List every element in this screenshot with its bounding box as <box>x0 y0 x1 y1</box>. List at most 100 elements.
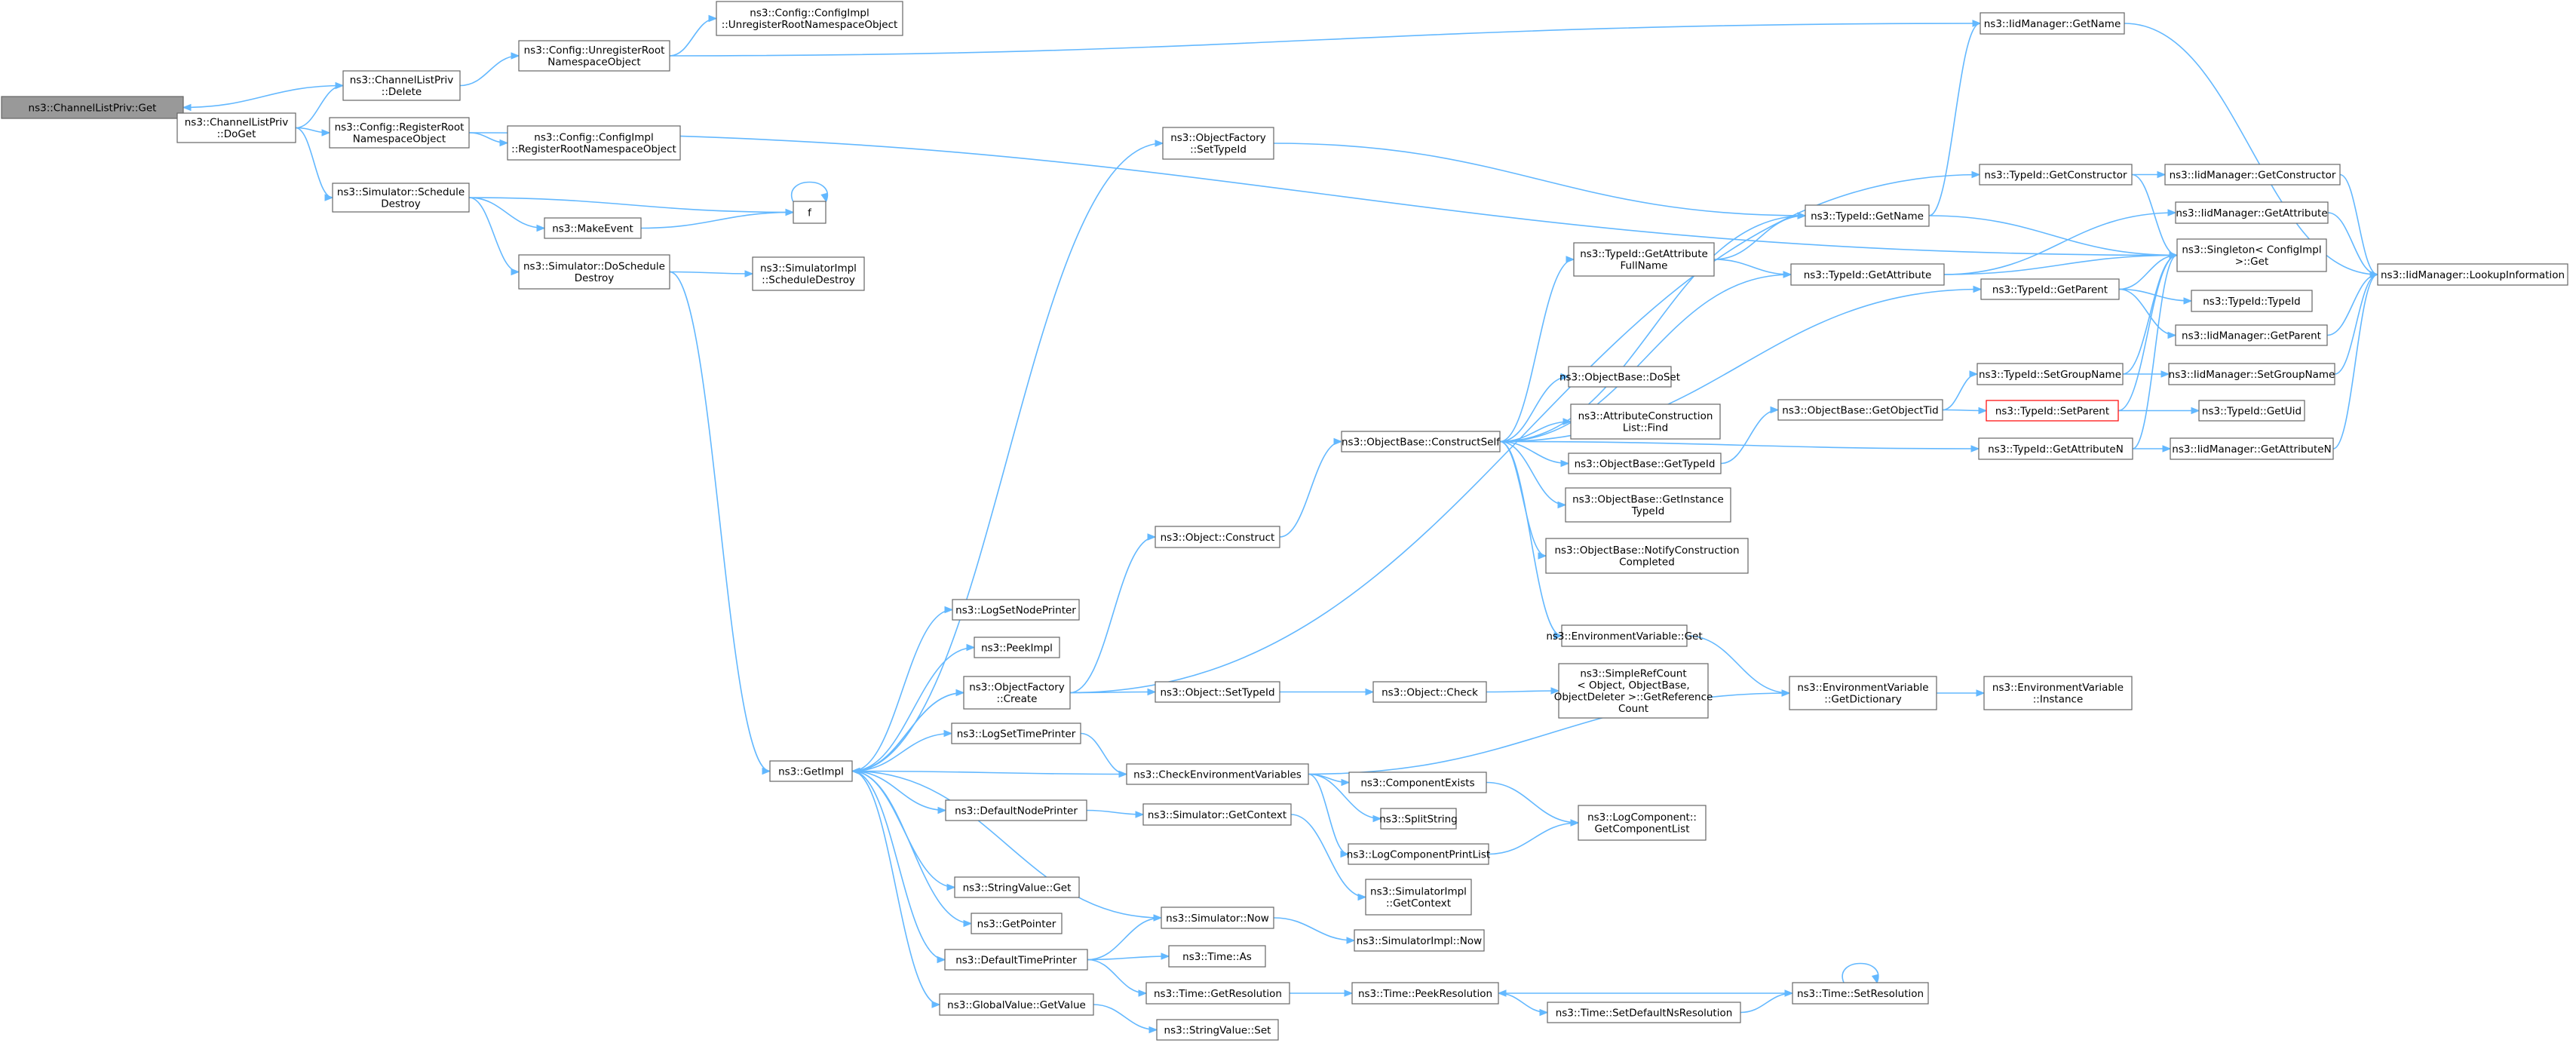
node-label: ns3::PeekImpl <box>981 642 1053 654</box>
node-tidgetparent[interactable]: ns3::TypeId::GetParent <box>1980 278 2120 300</box>
node-label: TypeId <box>1631 505 1665 517</box>
node-box <box>2198 400 2305 422</box>
node-envget[interactable]: ns3::EnvironmentVariable::Get <box>1546 624 1703 647</box>
node-setdefns[interactable]: ns3::Time::SetDefaultNsResolution <box>1547 1002 1741 1023</box>
node-peekimpl[interactable]: ns3::PeekImpl <box>974 637 1060 658</box>
node-tidsetgroup[interactable]: ns3::TypeId::SetGroupName <box>1976 363 2124 385</box>
node-iidsetgroup[interactable]: ns3::IidManager::SetGroupName <box>2168 363 2335 385</box>
node-tidgetattr[interactable]: ns3::TypeId::GetAttribute <box>1790 263 1945 286</box>
node-setres[interactable]: ns3::Time::SetResolution <box>1792 982 1929 1005</box>
node-box <box>1 96 184 119</box>
call-edge <box>182 84 344 112</box>
node-getimpl[interactable]: ns3::GetImpl <box>769 760 853 782</box>
node-splitstring[interactable]: ns3::SplitString <box>1379 808 1458 830</box>
node-simplerefcount[interactable]: ns3::SimpleRefCount< Object, ObjectBase,… <box>1554 663 1713 719</box>
node-simimplsd[interactable]: ns3::SimulatorImpl::ScheduleDestroy <box>752 256 865 291</box>
node-singleton[interactable]: ns3::Singleton< ConfigImpl>::Get <box>2176 238 2327 272</box>
node-tidgetattrn[interactable]: ns3::TypeId::GetAttributeN <box>1978 437 2133 460</box>
node-box <box>176 112 296 143</box>
node-label: ::Create <box>997 693 1038 705</box>
node-tidtypeid[interactable]: ns3::TypeId::TypeId <box>2191 290 2313 312</box>
node-obnotify[interactable]: ns3::ObjectBase::NotifyConstructionCompl… <box>1545 538 1749 574</box>
node-deftime[interactable]: ns3::DefaultTimePrinter <box>944 949 1088 971</box>
node-box <box>507 125 681 161</box>
node-objcheck[interactable]: ns3::Object::Check <box>1372 681 1487 703</box>
node-box <box>1545 538 1749 574</box>
node-tidgetuid[interactable]: ns3::TypeId::GetUid <box>2198 400 2305 422</box>
node-unreg[interactable]: ns3::Config::UnregisterRootNamespaceObje… <box>518 40 670 72</box>
node-envinstance[interactable]: ns3::EnvironmentVariable::Instance <box>1983 676 2133 710</box>
node-del[interactable]: ns3::ChannelListPriv::Delete <box>342 70 461 101</box>
node-iidgetparent[interactable]: ns3::IidManager::GetParent <box>2175 324 2328 346</box>
node-cireg[interactable]: ns3::Config::ConfigImpl::RegisterRootNam… <box>507 125 681 161</box>
node-iidlookup[interactable]: ns3::IidManager::LookupInformation <box>2377 263 2568 286</box>
node-iidgetctor[interactable]: ns3::IidManager::GetConstructor <box>2164 164 2341 186</box>
node-tidsetparent[interactable]: ns3::TypeId::SetParent <box>1986 400 2119 422</box>
node-label: ns3::AttributeConstruction <box>1578 410 1713 422</box>
node-obgetobjtid[interactable]: ns3::ObjectBase::GetObjectTid <box>1777 399 1943 421</box>
node-label: ns3::StringValue::Get <box>963 882 1072 894</box>
node-obdoset[interactable]: ns3::ObjectBase::DoSet <box>1559 366 1680 388</box>
call-edge <box>1069 533 1157 694</box>
node-strvalset[interactable]: ns3::StringValue::Set <box>1156 1019 1279 1041</box>
node-logsettime[interactable]: ns3::LogSetTimePrinter <box>951 722 1081 744</box>
node-box <box>1341 431 1501 452</box>
node-label: ns3::Simulator::GetContext <box>1148 809 1286 821</box>
node-iidgetname[interactable]: ns3::IidManager::GetName <box>1980 12 2125 35</box>
call-edge <box>1499 440 1570 468</box>
node-peekres[interactable]: ns3::Time::PeekResolution <box>1351 982 1499 1005</box>
node-label: ns3::TypeId::GetAttribute <box>1804 269 1932 281</box>
node-box <box>1156 1019 1279 1041</box>
node-root[interactable]: ns3::ChannelListPriv::Get <box>1 96 184 119</box>
call-edge <box>1486 781 1580 827</box>
call-edge <box>468 197 520 276</box>
call-edge <box>851 729 953 772</box>
node-strvalget[interactable]: ns3::StringValue::Get <box>954 876 1080 898</box>
node-iidgetattrn[interactable]: ns3::IidManager::GetAttributeN <box>2170 437 2334 460</box>
node-simimplgetctx[interactable]: ns3::SimulatorImpl::GetContext <box>1365 879 1472 916</box>
node-doget[interactable]: ns3::ChannelListPriv::DoGet <box>176 112 296 143</box>
node-ofsettypeid[interactable]: ns3::ObjectFactory::SetTypeId <box>1162 127 1274 160</box>
node-ciunreg[interactable]: ns3::Config::ConfigImpl::UnregisterRootN… <box>716 1 903 36</box>
node-logsetnode[interactable]: ns3::LogSetNodePrinter <box>952 599 1080 621</box>
node-defnode[interactable]: ns3::DefaultNodePrinter <box>945 799 1087 821</box>
node-compexists[interactable]: ns3::ComponentExists <box>1348 772 1487 793</box>
node-simnow[interactable]: ns3::Simulator::Now <box>1161 906 1274 929</box>
node-timegetres[interactable]: ns3::Time::GetResolution <box>1145 982 1290 1005</box>
node-envgetdict[interactable]: ns3::EnvironmentVariable::GetDictionary <box>1789 676 1937 710</box>
call-edge <box>468 132 2179 259</box>
node-label: >::Get <box>2235 256 2268 268</box>
node-label: ns3::SimulatorImpl <box>1370 886 1467 898</box>
node-obgettypeid[interactable]: ns3::ObjectBase::GetTypeId <box>1568 452 1722 474</box>
node-label: ns3::LogSetNodePrinter <box>955 604 1076 616</box>
node-f[interactable]: f <box>793 201 826 224</box>
node-simgetctx[interactable]: ns3::Simulator::GetContext <box>1142 803 1292 826</box>
node-objconstruct[interactable]: ns3::Object::Construct <box>1155 526 1280 548</box>
node-gvgetvalue[interactable]: ns3::GlobalValue::GetValue <box>939 993 1094 1016</box>
node-logcompprint[interactable]: ns3::LogComponentPrintList <box>1347 843 1490 865</box>
node-makeevent[interactable]: ns3::MakeEvent <box>544 217 642 239</box>
node-tidgetname[interactable]: ns3::TypeId::GetName <box>1805 204 1930 227</box>
node-reg[interactable]: ns3::Config::RegisterRootNamespaceObject <box>329 117 470 149</box>
node-iidgetattr[interactable]: ns3::IidManager::GetAttribute <box>2175 201 2329 224</box>
node-label: Destroy <box>381 198 421 210</box>
call-edge <box>1086 809 1145 818</box>
node-label: ns3::MakeEvent <box>552 222 633 235</box>
node-getpointer[interactable]: ns3::GetPointer <box>971 913 1063 934</box>
node-timeas[interactable]: ns3::Time::As <box>1168 945 1266 968</box>
node-tidgetctor[interactable]: ns3::TypeId::GetConstructor <box>1979 164 2133 186</box>
node-box <box>1365 879 1472 916</box>
node-logcompgetlist[interactable]: ns3::LogComponent::GetComponentList <box>1578 805 1707 841</box>
node-obconstructself[interactable]: ns3::ObjectBase::ConstructSelf <box>1341 431 1501 452</box>
node-label: ::ScheduleDestroy <box>762 275 855 287</box>
node-ofcreate[interactable]: ns3::ObjectFactory::Create <box>963 676 1071 710</box>
node-label: ns3::TypeId::SetParent <box>1995 405 2109 417</box>
node-objsettypeid[interactable]: ns3::Object::SetTypeId <box>1155 681 1280 703</box>
node-simimplnow[interactable]: ns3::SimulatorImpl::Now <box>1354 929 1485 952</box>
node-checkenv[interactable]: ns3::CheckEnvironmentVariables <box>1126 763 1309 785</box>
node-schdestroy[interactable]: ns3::Simulator::ScheduleDestroy <box>332 183 470 213</box>
